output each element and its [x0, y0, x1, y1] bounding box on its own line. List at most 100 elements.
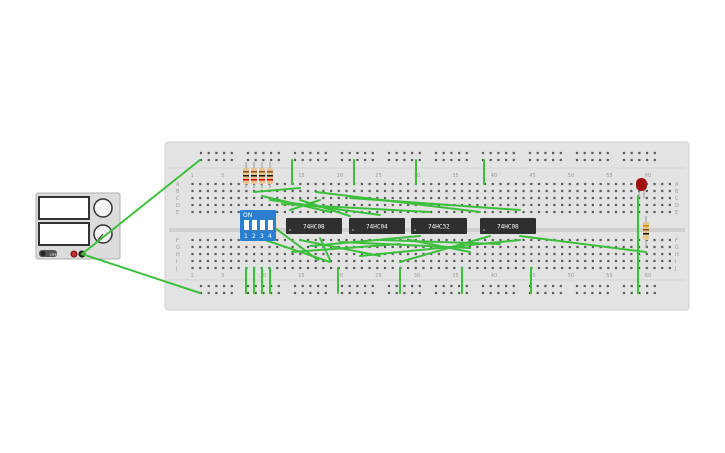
breadboard-hole[interactable] — [638, 266, 641, 270]
breadboard-hole[interactable] — [484, 238, 487, 242]
breadboard-hole[interactable] — [645, 245, 648, 249]
breadboard-hole[interactable] — [630, 151, 633, 155]
breadboard-hole[interactable] — [322, 252, 325, 256]
dip-toggle-2[interactable] — [252, 220, 257, 230]
breadboard-hole[interactable] — [229, 182, 233, 186]
breadboard-hole[interactable] — [591, 210, 594, 214]
breadboard-hole[interactable] — [552, 158, 555, 162]
led-red[interactable] — [636, 178, 647, 198]
breadboard-hole[interactable] — [407, 252, 410, 256]
breadboard-hole[interactable] — [622, 210, 625, 214]
breadboard-hole[interactable] — [668, 189, 671, 193]
breadboard-hole[interactable] — [414, 238, 417, 242]
breadboard-hole[interactable] — [387, 151, 391, 155]
breadboard-hole[interactable] — [528, 151, 532, 155]
breadboard-hole[interactable] — [484, 196, 487, 200]
breadboard-hole[interactable] — [537, 196, 541, 200]
breadboard-hole[interactable] — [301, 158, 304, 162]
breadboard-hole[interactable] — [293, 291, 297, 295]
breadboard-hole[interactable] — [522, 238, 525, 242]
breadboard-hole[interactable] — [559, 151, 562, 155]
breadboard-hole[interactable] — [330, 203, 333, 207]
breadboard-hole[interactable] — [422, 196, 425, 200]
breadboard-hole[interactable] — [422, 259, 425, 263]
breadboard-hole[interactable] — [653, 189, 656, 193]
breadboard-hole[interactable] — [653, 151, 656, 155]
breadboard-hole[interactable] — [403, 158, 406, 162]
breadboard-hole[interactable] — [222, 203, 225, 207]
wire-power-negative[interactable] — [81, 253, 201, 294]
breadboard-hole[interactable] — [499, 252, 502, 256]
breadboard-hole[interactable] — [561, 182, 564, 186]
breadboard-hole[interactable] — [376, 266, 379, 270]
breadboard-hole[interactable] — [353, 189, 356, 193]
breadboard-hole[interactable] — [330, 182, 333, 186]
breadboard-hole[interactable] — [499, 238, 502, 242]
breadboard-hole[interactable] — [277, 291, 280, 295]
breadboard-hole[interactable] — [514, 210, 517, 214]
breadboard-hole[interactable] — [561, 238, 564, 242]
breadboard-hole[interactable] — [491, 210, 494, 214]
breadboard-hole[interactable] — [653, 196, 656, 200]
breadboard-hole[interactable] — [630, 252, 633, 256]
chip-74hc08-b[interactable]: 74HC08 — [480, 218, 536, 234]
breadboard-hole[interactable] — [544, 158, 547, 162]
breadboard-hole[interactable] — [576, 210, 579, 214]
breadboard-hole[interactable] — [245, 196, 248, 200]
breadboard-hole[interactable] — [622, 182, 625, 186]
breadboard-hole[interactable] — [599, 151, 602, 155]
breadboard-hole[interactable] — [337, 203, 340, 207]
breadboard-hole[interactable] — [403, 291, 406, 295]
breadboard-hole[interactable] — [223, 291, 226, 295]
breadboard-hole[interactable] — [418, 158, 421, 162]
chip-74hc04[interactable]: 74HC04 — [349, 218, 405, 234]
breadboard-hole[interactable] — [437, 252, 440, 256]
breadboard-hole[interactable] — [661, 210, 664, 214]
breadboard-hole[interactable] — [468, 196, 471, 200]
breadboard-hole[interactable] — [245, 259, 248, 263]
breadboard-hole[interactable] — [191, 259, 194, 263]
breadboard-hole[interactable] — [229, 245, 233, 249]
breadboard-hole[interactable] — [484, 203, 487, 207]
breadboard-hole[interactable] — [430, 196, 433, 200]
breadboard-hole[interactable] — [206, 189, 209, 193]
breadboard-hole[interactable] — [364, 291, 367, 295]
breadboard-hole[interactable] — [191, 266, 194, 270]
breadboard-hole[interactable] — [368, 259, 371, 263]
breadboard-hole[interactable] — [584, 210, 587, 214]
breadboard-hole[interactable] — [306, 189, 310, 193]
breadboard-hole[interactable] — [545, 252, 548, 256]
wire[interactable] — [253, 187, 301, 193]
breadboard-hole[interactable] — [353, 259, 356, 263]
breadboard-hole[interactable] — [387, 284, 391, 288]
breadboard-hole[interactable] — [576, 182, 579, 186]
breadboard-hole[interactable] — [583, 291, 586, 295]
wire[interactable] — [359, 239, 521, 257]
breadboard-hole[interactable] — [584, 182, 587, 186]
breadboard-hole[interactable] — [434, 151, 438, 155]
breadboard-hole[interactable] — [476, 259, 479, 263]
breadboard-hole[interactable] — [450, 291, 453, 295]
breadboard-hole[interactable] — [468, 182, 471, 186]
breadboard-hole[interactable] — [430, 238, 433, 242]
breadboard-hole[interactable] — [430, 210, 433, 214]
breadboard-hole[interactable] — [497, 291, 500, 295]
breadboard-hole[interactable] — [614, 252, 618, 256]
breadboard-hole[interactable] — [268, 203, 271, 207]
breadboard-hole[interactable] — [246, 291, 250, 295]
breadboard-hole[interactable] — [395, 284, 398, 288]
breadboard-hole[interactable] — [360, 182, 363, 186]
breadboard-hole[interactable] — [291, 252, 294, 256]
resistor[interactable] — [243, 162, 249, 188]
breadboard-hole[interactable] — [545, 266, 548, 270]
breadboard-hole[interactable] — [537, 210, 541, 214]
breadboard-hole[interactable] — [450, 151, 453, 155]
breadboard-hole[interactable] — [552, 291, 555, 295]
breadboard-hole[interactable] — [599, 284, 602, 288]
wire-power-positive[interactable] — [81, 159, 201, 255]
breadboard-hole[interactable] — [491, 189, 494, 193]
breadboard-hole[interactable] — [322, 196, 325, 200]
breadboard-hole[interactable] — [387, 291, 391, 295]
breadboard-hole[interactable] — [268, 252, 271, 256]
breadboard-hole[interactable] — [395, 151, 398, 155]
